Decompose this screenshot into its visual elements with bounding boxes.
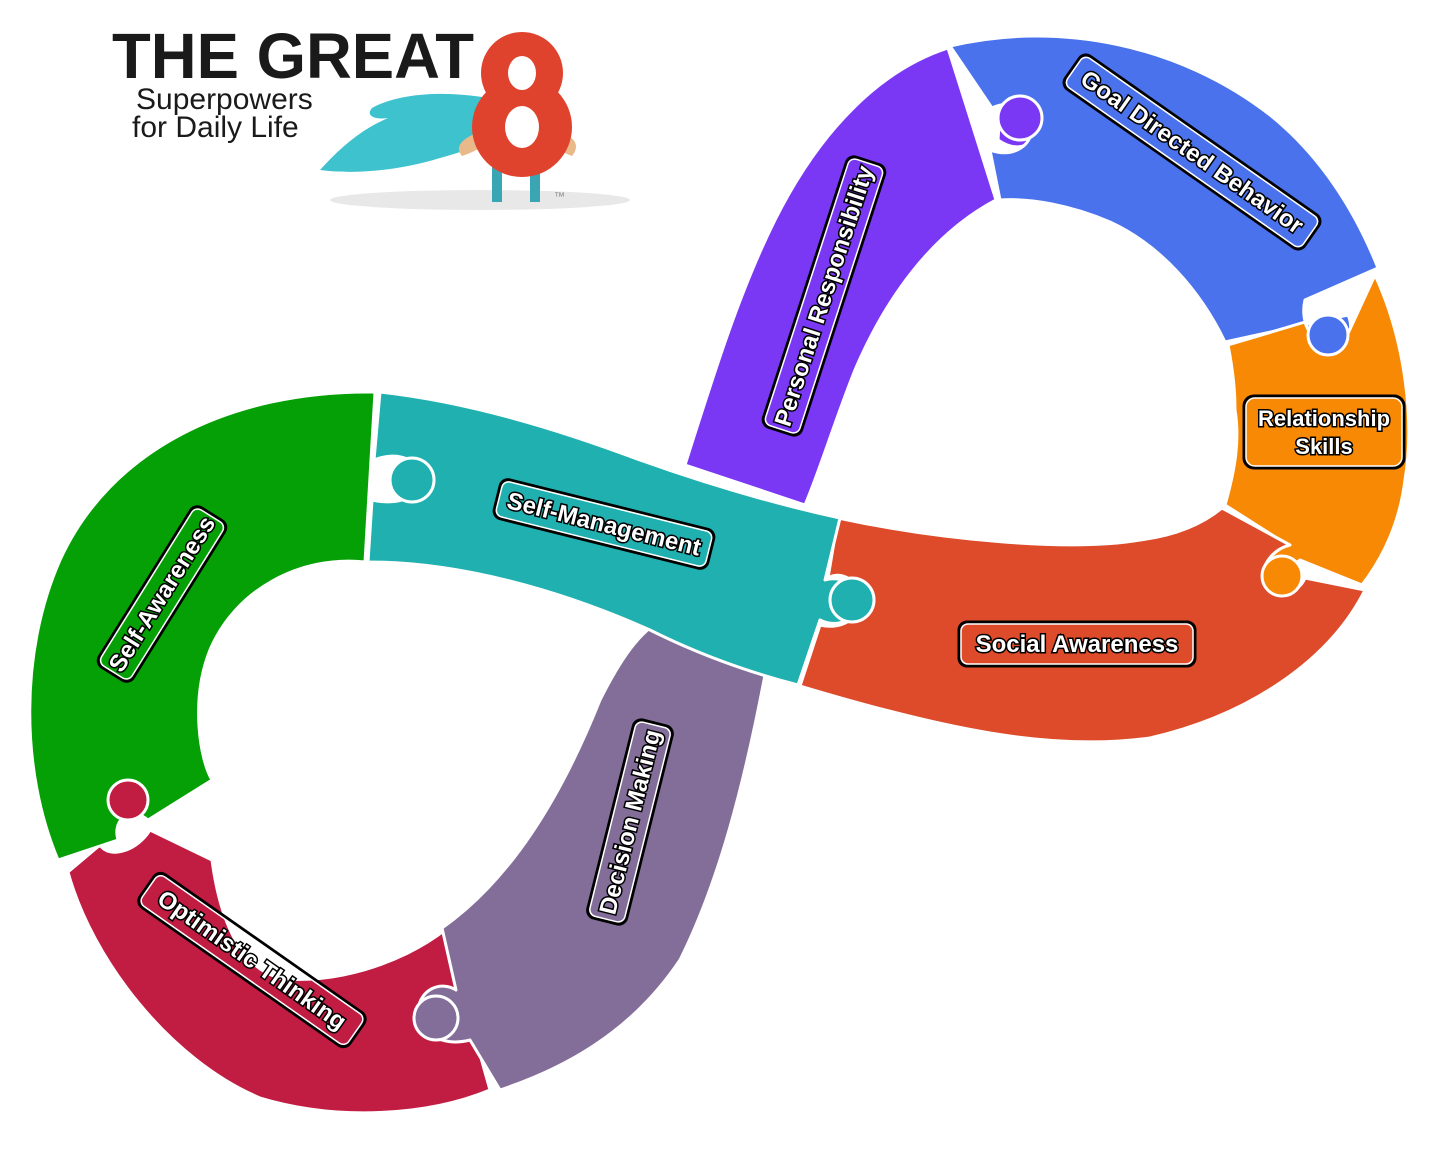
puzzle-tab-knob [388, 456, 436, 504]
puzzle-tab-knob [412, 994, 460, 1042]
puzzle-tab-knob [106, 778, 150, 822]
label-relationship-skills: Relationship Skills [1242, 394, 1406, 470]
segment-self-awareness [28, 390, 377, 862]
logo-trademark: ™ [554, 191, 565, 203]
hero-shadow [330, 190, 630, 210]
logo-title: THE GREAT [112, 20, 474, 92]
label-social-awareness: Social Awareness [957, 620, 1197, 668]
segment-social-awareness [798, 506, 1367, 744]
logo-subtitle-line2: for Daily Life [132, 111, 299, 144]
puzzle-tab-knob [1260, 554, 1304, 598]
segment-optimistic-thinking [66, 828, 492, 1115]
puzzle-tab-knob [996, 94, 1044, 142]
segment-decision-making [416, 616, 767, 1092]
segment-goal-directed-behavior [948, 34, 1380, 350]
logo-eight-icon [472, 32, 572, 177]
logo-subtitle-line1: Superpowers [136, 83, 313, 116]
cape-icon [320, 93, 505, 172]
puzzle-tab-knob [828, 576, 876, 624]
segment-personal-responsibility [683, 46, 1038, 507]
hero-leg-right [530, 150, 540, 202]
segment-self-management [366, 390, 860, 687]
hero-leg-left [492, 150, 502, 202]
puzzle-tab-knob [1306, 313, 1350, 357]
label-social-awareness-text: Social Awareness [976, 631, 1179, 658]
segment-relationship-skills [1223, 273, 1411, 587]
label-relationship-skills-line1: Relationship [1258, 406, 1390, 431]
logo: 8 THE GREAT Superpowers for Daily Life ™ [112, 20, 630, 210]
label-relationship-skills-line2: Skills [1295, 434, 1352, 459]
